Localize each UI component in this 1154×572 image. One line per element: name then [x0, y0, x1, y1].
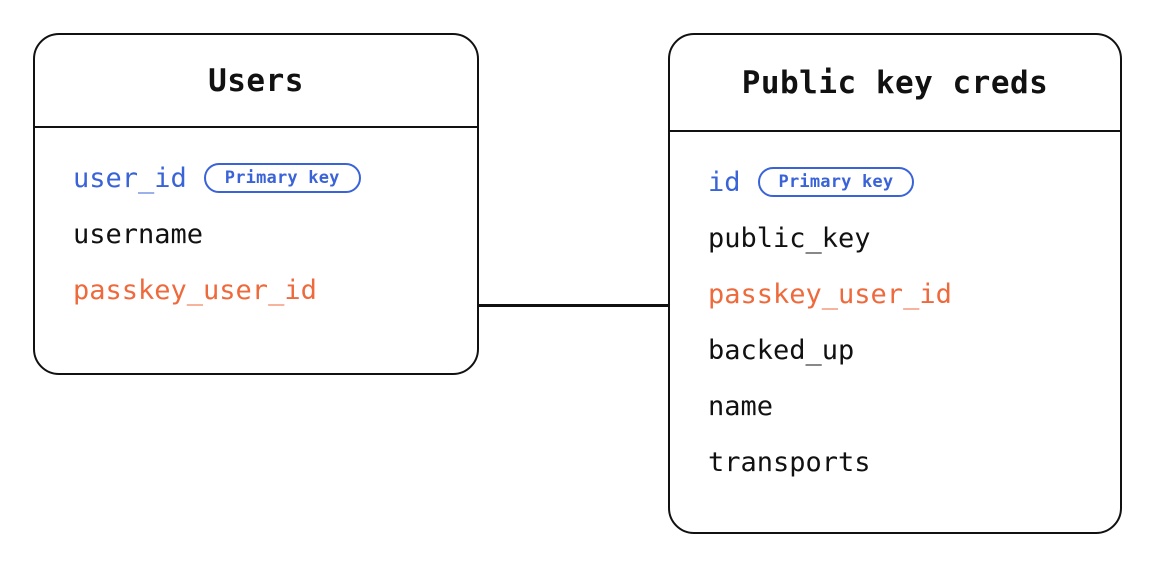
entity-users-title: Users	[208, 62, 304, 99]
field-row-backed-up[interactable]: backed_up	[670, 322, 1120, 378]
field-row-transports[interactable]: transports	[670, 434, 1120, 490]
primary-key-badge-label: Primary key	[224, 168, 340, 188]
field-name-name: name	[708, 390, 774, 422]
primary-key-badge-id: Primary key	[757, 167, 915, 197]
entity-public-key-creds[interactable]: Public key creds id Primary key public_k…	[668, 33, 1122, 534]
field-name-creds-passkey-user-id: passkey_user_id	[708, 278, 952, 310]
field-row-public-key[interactable]: public_key	[670, 210, 1120, 266]
field-row-user-id[interactable]: user_id Primary key	[35, 150, 477, 206]
field-name-backed-up: backed_up	[708, 334, 855, 366]
field-name-transports: transports	[708, 446, 871, 478]
entity-public-key-creds-title: Public key creds	[741, 64, 1049, 101]
relationship-connector-line	[477, 304, 670, 307]
entity-users-fields: user_id Primary key username passkey_use…	[35, 128, 477, 318]
field-row-users-passkey-user-id[interactable]: passkey_user_id	[35, 262, 477, 318]
field-row-name[interactable]: name	[670, 378, 1120, 434]
entity-public-key-creds-fields: id Primary key public_key passkey_user_i…	[670, 132, 1120, 490]
entity-users[interactable]: Users user_id Primary key username passk…	[33, 33, 479, 375]
primary-key-badge-label: Primary key	[778, 172, 894, 192]
entity-users-header: Users	[35, 35, 477, 128]
field-name-user-id: user_id	[73, 162, 187, 194]
field-row-username[interactable]: username	[35, 206, 477, 262]
field-name-id: id	[708, 166, 741, 198]
field-row-creds-passkey-user-id[interactable]: passkey_user_id	[670, 266, 1120, 322]
field-name-username: username	[73, 218, 204, 250]
entity-public-key-creds-header: Public key creds	[670, 35, 1120, 132]
field-name-users-passkey-user-id: passkey_user_id	[73, 274, 317, 306]
primary-key-badge-user-id: Primary key	[203, 163, 361, 193]
field-row-id[interactable]: id Primary key	[670, 154, 1120, 210]
field-name-public-key: public_key	[708, 222, 871, 254]
